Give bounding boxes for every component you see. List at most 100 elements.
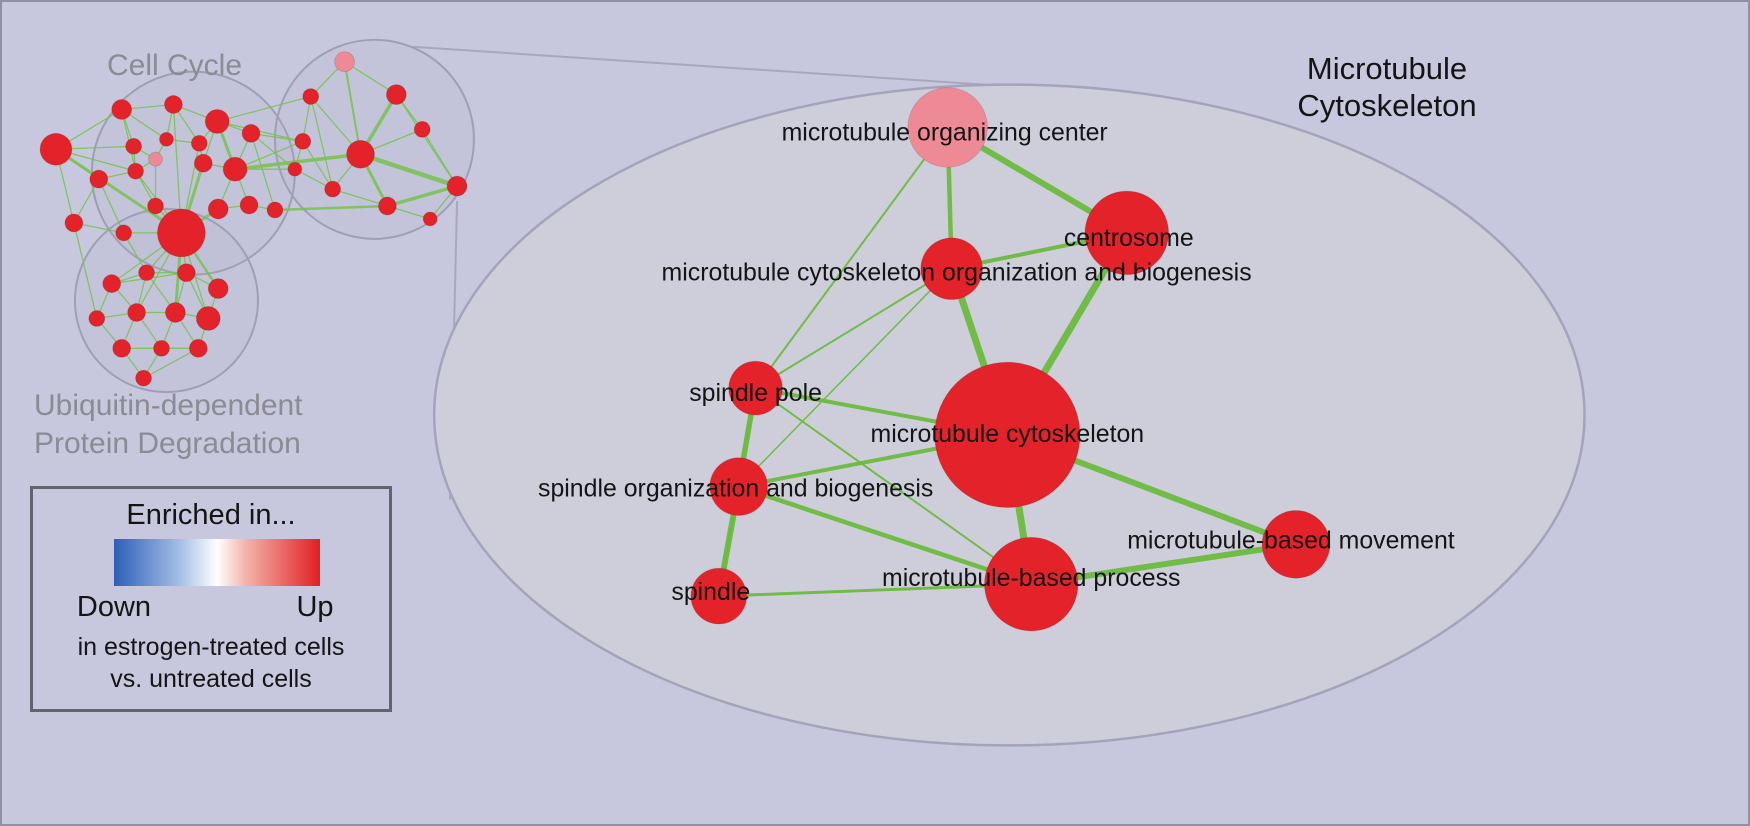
mini-node xyxy=(239,195,259,215)
mini-edge xyxy=(421,128,458,187)
mini-node xyxy=(163,95,183,114)
zoom-node-label-spindle: spindle xyxy=(671,578,750,606)
zoom-node-spindle_pole xyxy=(728,360,783,416)
mini-node xyxy=(88,310,106,327)
mini-edge xyxy=(234,140,304,170)
mini-node xyxy=(385,84,407,105)
mini-edge xyxy=(358,152,460,189)
zoom-node-spindle xyxy=(690,567,748,625)
cluster-label-cell-cycle: Cell Cycle xyxy=(107,49,243,82)
zoom-node-label-spindle_pole: spindle pole xyxy=(689,379,822,407)
mini-node xyxy=(164,302,186,323)
mini-node xyxy=(102,274,122,294)
mini-node xyxy=(195,306,221,331)
mini-edge xyxy=(343,60,362,156)
zoom-edge xyxy=(754,267,953,390)
mini-edge xyxy=(273,204,389,212)
mini-node xyxy=(111,99,133,120)
mini-node xyxy=(222,156,248,182)
mini-node xyxy=(147,197,164,215)
mini-node xyxy=(39,132,73,166)
mini-edge xyxy=(233,152,363,171)
zoom-node-moc xyxy=(907,87,988,168)
zoom-node-mco xyxy=(920,237,983,301)
mini-node xyxy=(207,278,229,300)
mini-node xyxy=(153,339,170,357)
mini-node xyxy=(148,151,163,167)
mini-node xyxy=(89,169,109,189)
mini-edge xyxy=(73,222,98,320)
mini-node xyxy=(176,263,196,283)
mini-node xyxy=(127,162,145,180)
mini-node xyxy=(287,161,303,177)
mini-node xyxy=(190,134,208,152)
zoom-node-spindle_org xyxy=(709,457,769,516)
legend-down-label: Down xyxy=(76,591,152,623)
zoom-node-label-centrosome: centrosome xyxy=(1064,224,1194,252)
mini-edge xyxy=(98,178,125,234)
mini-edge xyxy=(385,184,459,208)
mini-edge xyxy=(142,347,199,379)
mini-node xyxy=(193,153,213,173)
mini-node xyxy=(138,264,156,282)
mini-node xyxy=(207,198,229,220)
mini-edge xyxy=(310,95,334,190)
zoom-node-label-spindle_org: spindle organization and biogenesis xyxy=(538,475,933,503)
mini-node xyxy=(446,175,468,197)
zoom-edge xyxy=(754,387,1033,586)
zoom-node-centrosome xyxy=(1084,190,1170,276)
microtubule-label-line1: Microtubule xyxy=(1306,51,1468,86)
microtubule-label-line2: Cytoskeleton xyxy=(1297,88,1477,124)
legend-up-label: Up xyxy=(296,591,334,623)
mini-node xyxy=(135,369,153,387)
mini-node xyxy=(377,196,397,216)
zoom-edge xyxy=(754,126,949,390)
zoom-node-label-moc: microtubule organizing center xyxy=(782,118,1108,146)
mini-node xyxy=(64,213,84,233)
ubiquitin-label-line1: Ubiquitin-dependent xyxy=(34,389,303,422)
mini-edge xyxy=(216,95,312,123)
mini-node xyxy=(112,338,132,358)
mini-edge xyxy=(302,140,334,190)
mini-node xyxy=(156,208,206,258)
mini-node xyxy=(302,88,320,105)
cluster-label-ubiquitin: Ubiquitin-dependent Protein Degradation xyxy=(34,387,303,462)
mini-node xyxy=(188,338,208,358)
cluster-label-microtubule-cytoskeleton: Microtubule Cytoskeleton xyxy=(1267,50,1507,124)
mini-node xyxy=(294,132,312,150)
zoom-edge xyxy=(737,267,953,488)
mini-edge xyxy=(343,61,397,96)
mini-node xyxy=(346,139,375,169)
mini-node xyxy=(422,211,438,227)
legend-caption: in estrogen-treated cells vs. untreated … xyxy=(33,631,389,695)
zoom-edge xyxy=(717,582,1033,598)
mini-node xyxy=(115,224,133,242)
zoom-node-mc xyxy=(934,361,1081,509)
ubiquitin-label-line2: Protein Degradation xyxy=(34,426,301,460)
zoom-edge xyxy=(736,484,1034,587)
mini-node xyxy=(204,108,230,134)
legend-box: Enriched in... Down Up in estrogen-treat… xyxy=(30,486,392,712)
mini-node xyxy=(125,137,143,155)
zoom-node-label-mco: microtubule cytoskeleton organization an… xyxy=(662,259,1252,287)
mini-node xyxy=(127,303,147,322)
zoom-node-process xyxy=(983,536,1079,632)
zoom-node-label-process: microtubule-based process xyxy=(882,564,1180,592)
zoom-node-movement xyxy=(1261,510,1331,579)
mini-edge xyxy=(250,132,276,211)
legend-title: Enriched in... xyxy=(126,499,296,531)
mini-node xyxy=(334,51,356,73)
mini-node xyxy=(266,201,284,219)
mini-edge xyxy=(250,132,296,170)
legend-caption-line1: in estrogen-treated cells xyxy=(77,633,345,661)
mini-node xyxy=(413,120,431,138)
zoom-node-label-mc: microtubule cytoskeleton xyxy=(871,420,1145,448)
mini-edge xyxy=(54,147,183,235)
mini-node xyxy=(158,131,174,147)
mini-node xyxy=(241,123,261,143)
zoom-node-label-movement: microtubule-based movement xyxy=(1127,526,1455,554)
mini-edge xyxy=(331,188,389,207)
legend-gradient-bar xyxy=(114,539,320,586)
